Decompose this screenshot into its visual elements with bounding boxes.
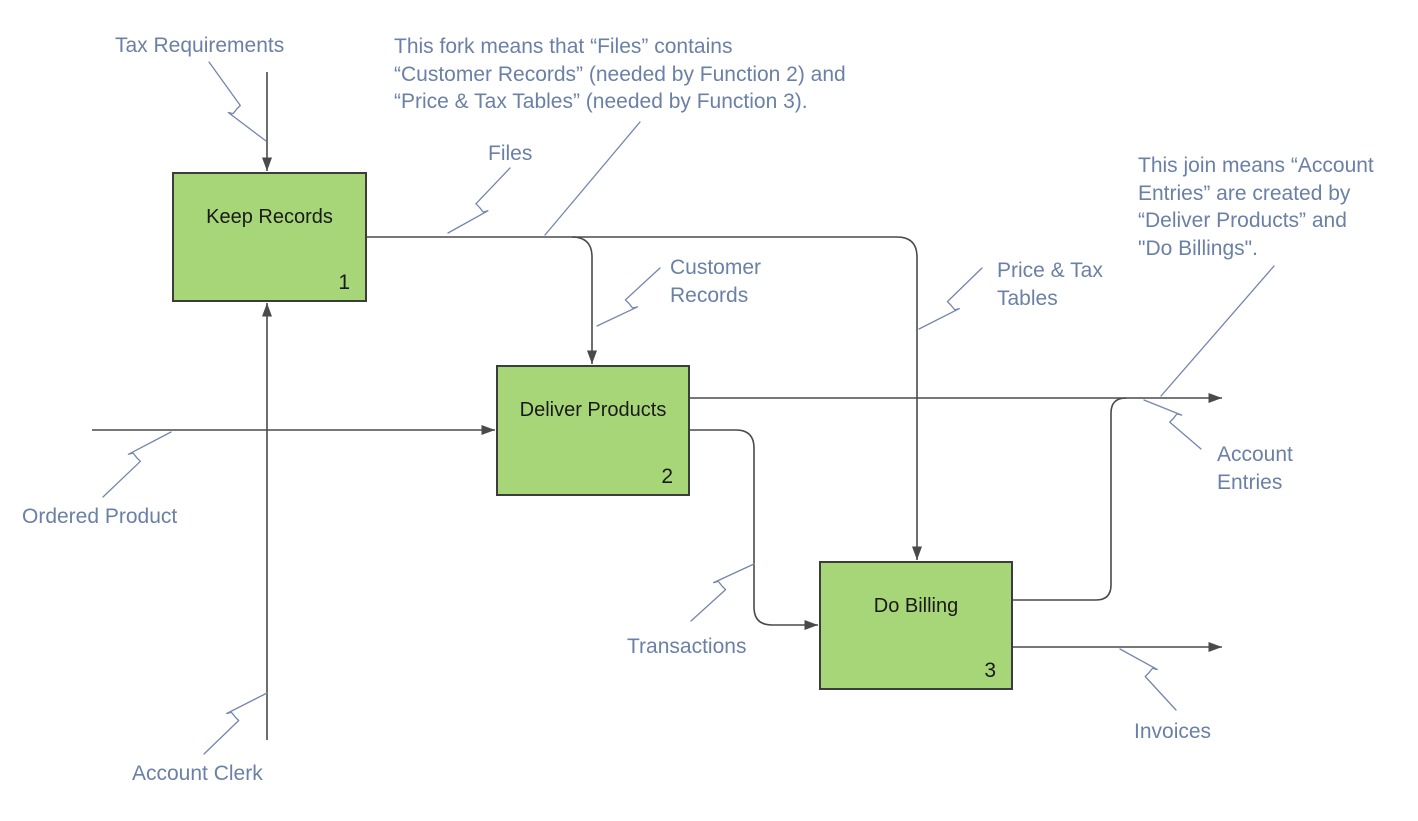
function-box-keep-records[interactable]: Keep Records 1 [172,172,367,302]
function-box-do-billing[interactable]: Do Billing 3 [819,561,1013,690]
function-number: 3 [984,659,996,682]
label-account-clerk: Account Clerk [132,762,263,785]
leader-account-clerk [203,692,268,755]
fork-note-callout-line [544,121,641,236]
leader-price-tax-tables [918,267,983,330]
leader-account-entries [1143,399,1202,450]
leader-ordered-product [102,431,172,498]
leader-tax-requirements [208,61,267,142]
function-number: 2 [661,465,673,488]
join-note: This join means “Account Entries” are cr… [1138,154,1374,260]
leader-invoices [1119,648,1177,711]
label-price-tax-tables: Price & Tax Tables [997,259,1103,310]
fork-note: This fork means that “Files” contains “C… [394,35,846,113]
arrow-files-fork-to-deliver-products [571,236,597,364]
wire-do-billing-join [1013,397,1127,601]
function-label: Do Billing [873,595,959,617]
label-account-entries: Account Entries [1217,443,1293,494]
arrow-transactions [690,429,818,630]
label-files: Files [488,142,533,165]
label-transactions: Transactions [627,635,747,658]
arrow-files-to-do-billing [367,236,922,560]
label-ordered-product: Ordered Product [22,505,178,528]
leader-customer-records [596,267,661,327]
leader-transactions [690,563,755,622]
function-label: Deliver Products [519,399,667,421]
leader-files [447,167,511,234]
label-invoices: Invoices [1134,720,1212,743]
label-customer-records: Customer Records [670,256,762,307]
function-box-deliver-products[interactable]: Deliver Products 2 [496,365,690,496]
label-tax-requirements: Tax Requirements [115,34,285,57]
function-number: 1 [338,271,350,294]
join-note-callout-line [1160,265,1275,397]
function-label: Keep Records [206,206,333,228]
